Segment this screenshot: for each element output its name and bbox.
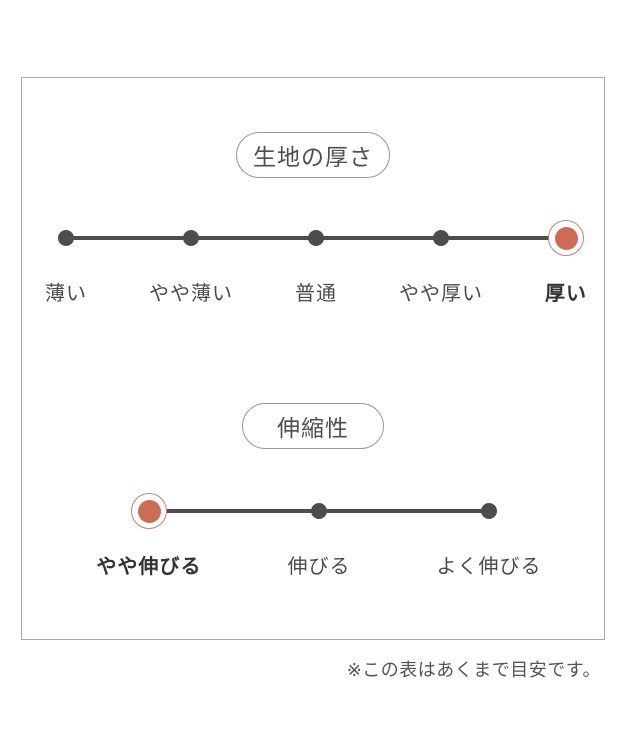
scale-label: よく伸びる xyxy=(436,556,542,578)
scale-title-label: 生地の厚さ xyxy=(253,144,373,170)
scale-dot xyxy=(433,230,449,246)
scale-title-stretchability: 伸縮性 xyxy=(242,403,384,449)
selected-dot-core xyxy=(554,226,578,250)
footnote: ※この表はあくまで目安です。 xyxy=(346,660,601,680)
scale-dot xyxy=(183,230,199,246)
scale-dot-selected xyxy=(548,220,584,256)
scale-label: やや厚い xyxy=(399,283,483,305)
scale-label: 伸びる xyxy=(287,556,351,578)
scale-dot xyxy=(308,230,324,246)
scale-dot xyxy=(58,230,74,246)
scale-dot-selected xyxy=(131,493,167,529)
scale-label: やや伸びる xyxy=(96,556,202,578)
fabric-thickness-scale: 薄い やや薄い 普通 やや厚い 厚い xyxy=(45,220,586,305)
selected-dot-core xyxy=(137,499,161,523)
scale-dot xyxy=(311,503,327,519)
stretchability-scale: やや伸びる 伸びる よく伸びる xyxy=(97,493,541,578)
scale-label: 薄い xyxy=(45,283,87,305)
scale-title-fabric-thickness: 生地の厚さ xyxy=(236,132,390,178)
scale-label: 厚い xyxy=(545,283,587,305)
scale-dot xyxy=(481,503,497,519)
scale-label: やや薄い xyxy=(149,283,233,305)
scale-label: 普通 xyxy=(295,283,337,305)
spec-frame: 生地の厚さ 薄い やや薄い 普通 やや厚い 厚い 伸縮性 やや伸びる 伸びる よく伸びる xyxy=(21,77,605,640)
scale-title-label: 伸縮性 xyxy=(277,415,349,441)
